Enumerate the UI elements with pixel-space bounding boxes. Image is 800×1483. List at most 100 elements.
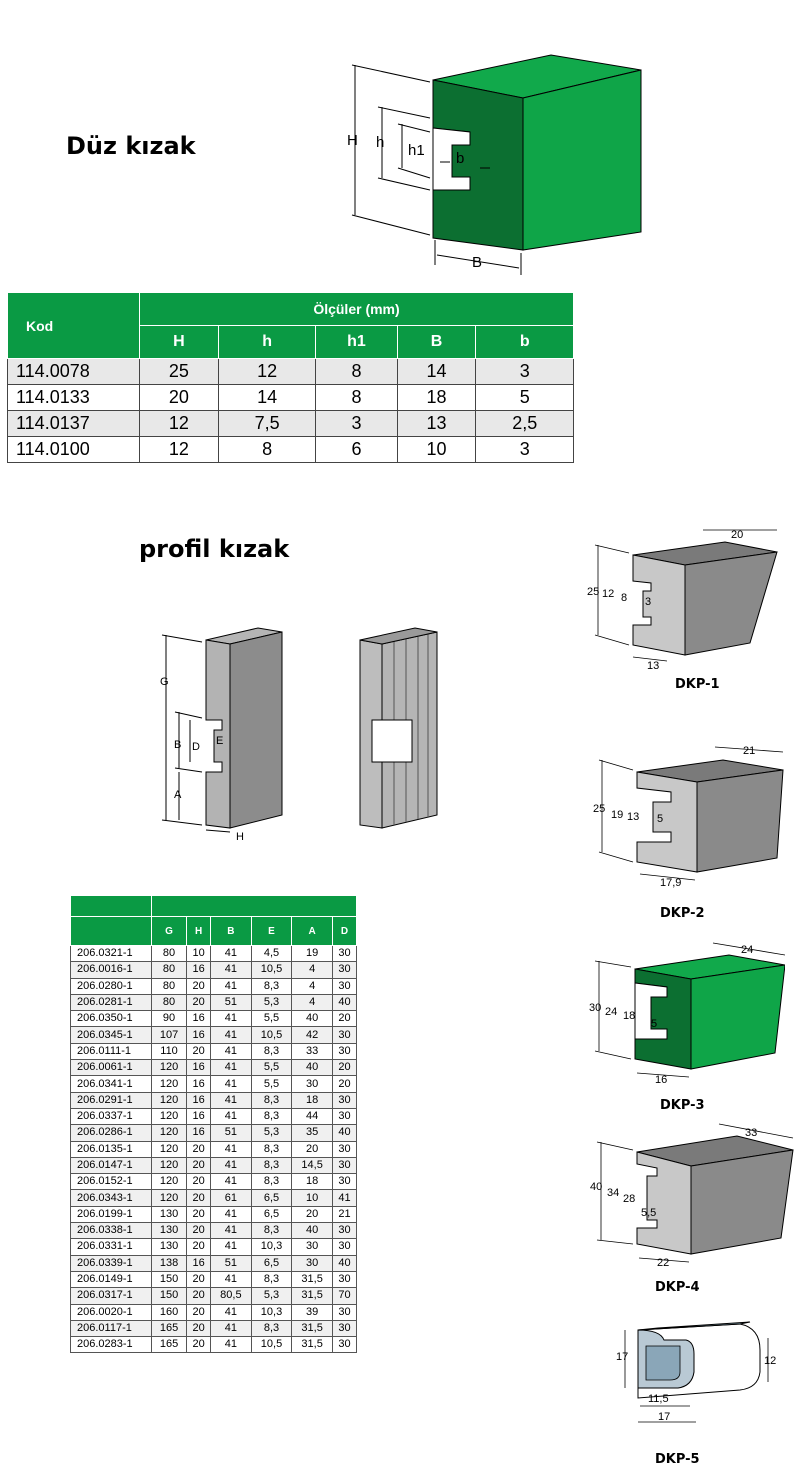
dkp-3-dim: 24 [741,944,753,956]
table-cell: 41 [210,1336,252,1354]
table-cell: 8 [315,384,398,411]
table-cell: 12 [139,436,219,463]
dkp-3-dim: 24 [605,1006,617,1018]
label-B2: B [174,739,181,751]
table-cell: 14,5 [291,1156,333,1175]
table-cell: 42 [291,1026,333,1044]
table1-col-header: h1 [315,325,398,359]
table-cell: 20 [331,1010,358,1028]
table-cell: 8,3 [250,1222,293,1240]
duz-kizak-diagram: H h h1 b B [347,54,642,275]
table-cell: 41 [210,1303,252,1321]
table-cell: 16 [186,1091,212,1109]
table-cell: 110 [150,1042,188,1061]
table-cell: 18 [291,1091,333,1109]
table-cell: 41 [210,1010,252,1028]
dkp-1-dim: 20 [731,529,743,541]
table-cell-code: 114.0137 [7,410,140,437]
table1-col-header: B [396,325,477,359]
table-cell: 30 [331,1222,358,1240]
table-cell: 20 [186,1156,212,1175]
table-cell: 44 [291,1107,333,1126]
table-cell-code: 114.0133 [7,384,140,411]
table-cell: 120 [150,1124,188,1142]
table-cell: 5 [475,384,574,411]
table-cell: 30 [331,1042,358,1061]
dkp-4-dim: 28 [623,1193,635,1205]
table-cell: 4,5 [250,944,293,963]
table-cell-code: 206.0020-1 [70,1303,152,1321]
table-cell: 41 [210,977,252,995]
dkp-3-diagram: 30 24 18 5 24 16 [589,942,785,1085]
table-cell-code: 206.0337-1 [70,1107,152,1126]
table-cell: 16 [186,1254,212,1272]
table2-col-header: H [186,916,212,946]
dkp-1-dim: 12 [602,588,614,600]
table-cell: 39 [291,1303,333,1321]
table-cell: 80 [150,944,188,963]
dkp-2-dim: 5 [657,813,663,825]
table-cell-code: 206.0281-1 [70,993,152,1012]
table-cell: 30 [331,1303,358,1321]
table-cell: 51 [210,993,252,1012]
dkp-4-label: DKP-4 [655,1280,700,1295]
table-cell: 40 [331,1124,358,1142]
table-cell: 20 [186,1173,212,1191]
label-G: G [160,676,169,688]
table-cell: 12 [217,358,317,385]
table-cell: 25 [139,358,219,385]
table-cell-code: 114.0078 [7,358,140,385]
table-cell: 150 [150,1270,188,1289]
table-cell: 16 [186,1124,212,1142]
table-cell: 4 [291,993,333,1012]
dkp-4-dim: 34 [607,1187,619,1199]
table-cell: 40 [291,1222,333,1240]
label-D: D [192,741,200,753]
table-cell: 20 [186,1303,212,1321]
table-cell: 41 [331,1189,358,1207]
table-cell-code: 206.0321-1 [70,944,152,963]
table-cell: 30 [331,1336,358,1354]
table-cell: 41 [210,1173,252,1191]
table-cell: 2,5 [475,410,574,437]
table-cell: 20 [186,1238,212,1256]
table-cell: 40 [291,1010,333,1028]
table-cell: 70 [331,1287,358,1305]
label-h: h [376,134,384,151]
dkp-3-dim: 18 [623,1010,635,1022]
table-cell: 8,3 [250,1270,293,1289]
table-cell: 90 [150,1010,188,1028]
label-A: A [174,789,182,801]
table-cell: 20 [186,1319,212,1338]
table-cell: 8 [217,436,317,463]
table-cell: 130 [150,1205,188,1224]
table-cell-code: 206.0345-1 [70,1026,152,1044]
profil-kizak-diagram: G B D E A H [160,627,438,843]
table-cell-code: 206.0152-1 [70,1173,152,1191]
table-cell: 4 [291,961,333,979]
table-cell: 12 [139,410,219,437]
table-cell: 20 [186,1222,212,1240]
dkp-1-diagram: 25 12 8 3 20 13 [587,529,778,672]
table-cell: 5,3 [250,1287,293,1305]
table-cell: 40 [331,1254,358,1272]
table-cell: 41 [210,1238,252,1256]
table-cell-code: 206.0147-1 [70,1156,152,1175]
table-cell: 30 [331,1140,358,1158]
table-cell: 20 [186,1270,212,1289]
table-cell-code: 206.0016-1 [70,961,152,979]
table-cell-code: 206.0331-1 [70,1238,152,1256]
dkp-1-dim: 13 [647,660,659,672]
table-cell: 30 [331,1173,358,1191]
table-cell: 41 [210,1222,252,1240]
table-cell: 20 [291,1140,333,1158]
